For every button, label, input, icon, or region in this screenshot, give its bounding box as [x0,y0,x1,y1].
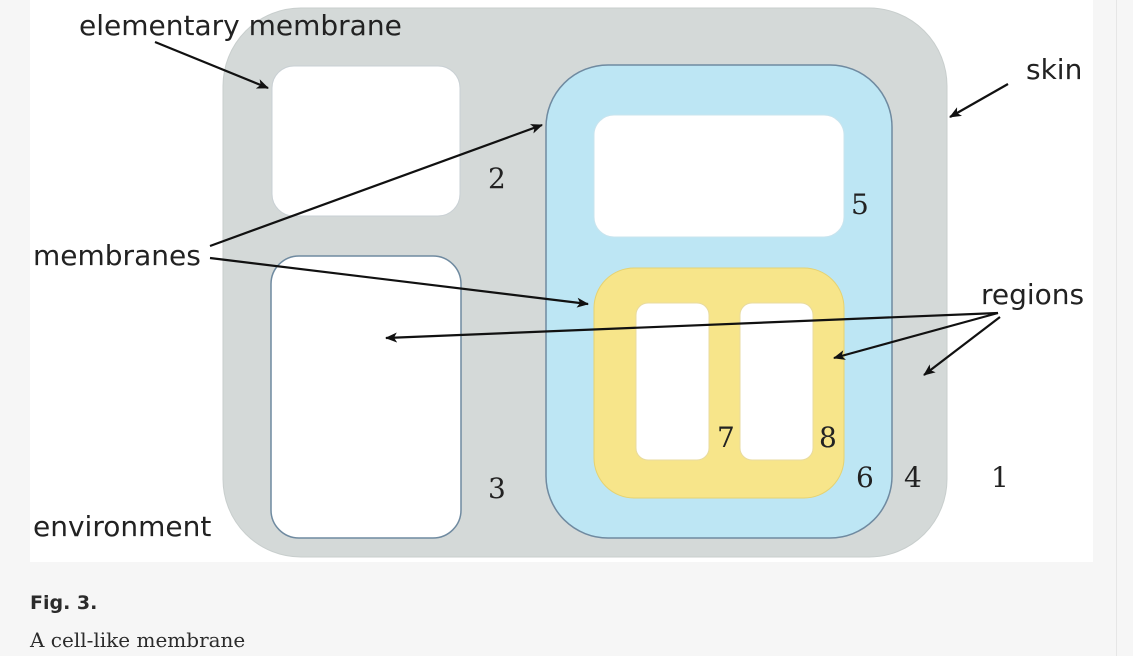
arrow-regions-3 [923,316,1001,376]
membrane-diagram: elementary membrane skin membranes regio… [33,7,1084,558]
region-number-6: 6 [856,461,874,494]
elementary-membrane-2 [271,65,461,217]
arrow-skin [949,83,1009,118]
region-number-5: 5 [851,188,869,221]
region-number-2: 2 [488,162,506,195]
label-membranes: membranes [33,239,201,272]
arrow-membranes-1 [209,123,543,248]
label-elementary-membrane: elementary membrane [79,9,402,42]
region-number-7: 7 [717,421,735,454]
figure-panel: elementary membrane skin membranes regio… [30,0,1093,562]
figure-caption-label: Fig. 3. [30,592,98,614]
arrow-regions-2 [833,311,999,360]
region-number-1: 1 [991,461,1009,494]
label-regions: regions [981,278,1084,311]
arrow-membranes-2 [209,256,589,308]
figure-caption-text: A cell-like membrane [30,628,246,652]
arrow-regions-1 [385,311,999,343]
elementary-membrane-3 [270,255,462,539]
label-environment: environment [33,510,211,543]
region-number-3: 3 [488,472,506,505]
page-divider [1116,0,1117,656]
elementary-membrane-5 [593,114,845,238]
arrow-elementary-membrane [154,40,269,90]
region-number-4: 4 [904,461,922,494]
label-skin: skin [1026,53,1082,86]
region-number-8: 8 [819,421,837,454]
elementary-membrane-7 [635,302,710,461]
elementary-membrane-8 [739,302,814,461]
